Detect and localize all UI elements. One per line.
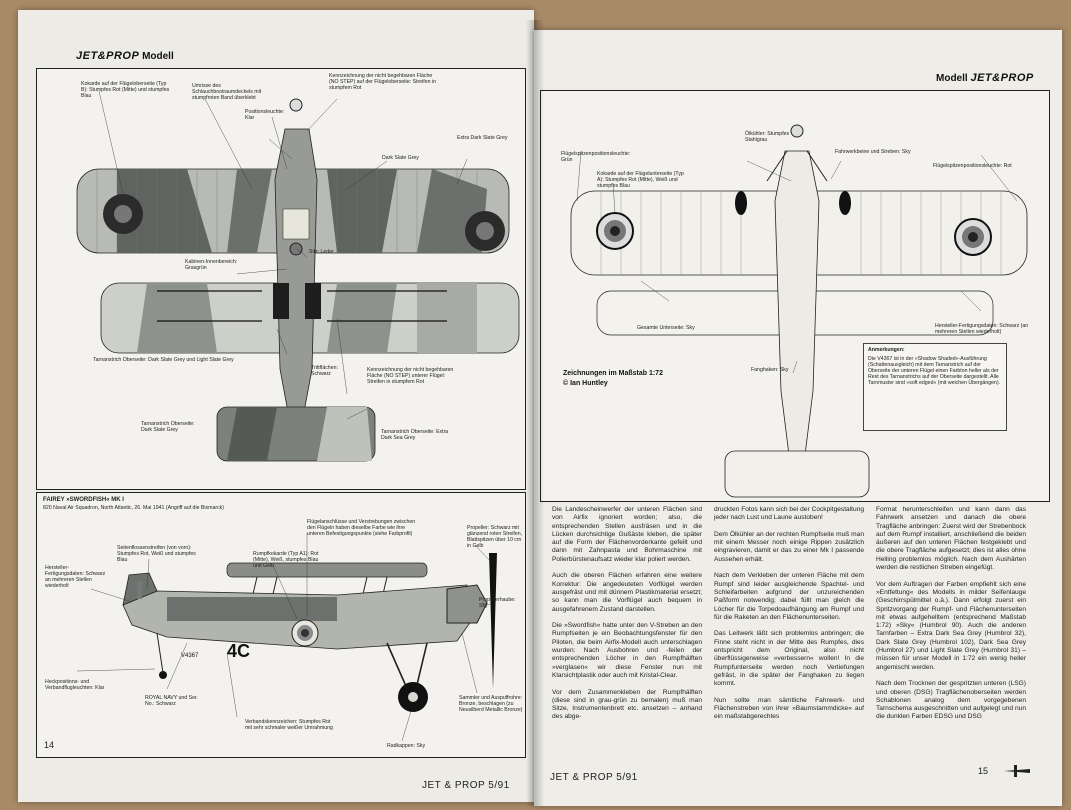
label-kokarde-unter: Kokarde auf der Flügelunterseite (Typ A)… <box>597 171 684 189</box>
label-radkappen: Radkappen: Sky <box>387 743 426 749</box>
label-fluegelanschluesse: Flügelanschlüsse und Verstrebungen zwisc… <box>307 519 416 537</box>
label-position: Positionsleuchte: Klar <box>245 109 285 121</box>
label-oelkuehler: Ölkühler: Stumpfes Stahlgrau <box>745 131 790 143</box>
page-gutter-shadow <box>526 20 544 806</box>
label-trittflaechen: Trittflächen: Schwarz <box>311 365 338 377</box>
label-rumpfkokarde: Rumpfkokarde (Typ A1): Rot (Mitte), Weiß… <box>253 551 319 569</box>
label-fluegelspitzen-right: Flügelspitzenpositionsleuchte: Rot <box>933 163 1012 169</box>
label-extra-dark: Extra Dark Slate Grey <box>457 135 508 141</box>
side-serial-text: V4367 <box>181 653 199 659</box>
label-kennzeichnung-lower: Kennzeichnung der nicht begehbaren Fläch… <box>367 367 454 385</box>
label-gesamte: Gesamte Unterseite: Sky <box>637 325 695 331</box>
side-view-frame: FAIREY »SWORDFISH« MK I 820 Naval Air Sq… <box>36 492 526 758</box>
left-header: JET&PROP Modell <box>76 50 174 62</box>
side-code-text: 4C <box>227 641 250 661</box>
left-footer: JET & PROP 5/91 <box>422 780 510 791</box>
left-page: JET&PROP Modell <box>18 10 534 802</box>
side-view-drawing: 4C V4367 <box>76 533 497 742</box>
label-tarn-tail-right: Tarnanstrich Oberseite: Extra Dark Sea G… <box>381 429 449 441</box>
label-kabinen: Kabinen-Innenbereich: Grasgrün <box>185 259 238 271</box>
label-umrisse: Umrisse des Schlauchbootraumdeckels mit … <box>192 83 262 101</box>
label-tarnanstrich-mid: Tarnanstrich Oberseite: Dark Slate Grey … <box>93 357 234 363</box>
side-caption-subtitle: 820 Naval Air Squadron, North Atlantic, … <box>43 505 224 511</box>
label-propeller: Propeller: Schwarz mit glänzend roten St… <box>467 525 523 549</box>
label-fahrwerk: Fahrwerkbeine und Streben: Sky <box>835 149 911 155</box>
jet-prop-logo: JET&PROP <box>76 50 140 62</box>
anmerkungen-body: Die V4367 ist in der »Shadow Shaded«-Aus… <box>868 356 1001 386</box>
label-hersteller: Hersteller-Fertigungsdaten: Schwarz an m… <box>45 565 106 589</box>
drawing-author: © Ian Huntley <box>563 380 608 387</box>
anmerkungen-title: Anmerkungen: <box>868 347 905 353</box>
right-footer: JET & PROP 5/91 <box>550 772 638 783</box>
label-hersteller-right: Hersteller-Fertigungsdaten: Schwarz (an … <box>935 323 1029 335</box>
label-dark-slate: Dark Slate Grey <box>382 155 419 161</box>
left-page-number: 14 <box>44 740 55 750</box>
underside-view-frame: Ölkühler: Stumpfes Stahlgrau Fahrwerkbei… <box>540 90 1050 502</box>
label-fluegelspitzen-left: Flügelspitzenpositionsleuchte: Grün <box>561 151 631 163</box>
underside-drawing <box>570 124 1028 498</box>
label-sitz: Sitz: Leder <box>309 249 334 255</box>
label-heckposition: Heckpositions- und Verbandflugleuchten: … <box>45 679 105 691</box>
text-column-3: Format herunterschleifen und kann dann d… <box>876 506 1026 721</box>
right-page-number: 15 <box>978 766 989 776</box>
airplane-icon <box>1004 765 1030 777</box>
text-column-2: druckten Fotos kann sich bei der Cockpit… <box>714 506 864 721</box>
top-view-drawing <box>76 90 520 462</box>
anmerkungen-box: Anmerkungen: Die V4367 ist in der »Shado… <box>863 343 1007 431</box>
label-kennzeichnung-top: Kennzeichnung der nicht begehbaren Fläch… <box>329 73 436 91</box>
label-seitenflossen: Seitenflossenstreifen (von vorn): Stumpf… <box>117 545 196 563</box>
header-modell-right: Modell <box>936 73 968 84</box>
label-kokarde: Kokarde auf der Flügeloberseite (Typ B):… <box>81 81 170 99</box>
label-verbands: Verbandskennzeichen: Stumpfes Rot mit se… <box>245 719 333 731</box>
right-header: Modell JET&PROP <box>936 72 1034 84</box>
jet-prop-logo-right: JET&PROP <box>970 72 1034 84</box>
side-caption-title: FAIREY »SWORDFISH« MK I <box>43 497 124 503</box>
header-modell: Modell <box>142 51 174 62</box>
label-propellerhaube: Propellerhaube: Sky <box>479 597 516 609</box>
text-column-1: Die Landescheinwerfer der unteren Fläche… <box>552 506 702 721</box>
label-tarn-tail-left: Tarnanstrich Oberseite: Dark Slate Grey <box>141 421 195 433</box>
label-fanghaken: Fanghaken: Sky <box>751 367 789 373</box>
top-view-frame: Kokarde auf der Flügeloberseite (Typ B):… <box>36 68 526 490</box>
label-royal-navy: ROYAL NAVY und Ser. No.: Schwarz <box>145 695 198 707</box>
label-sammler: Sammler und Auspuffrohre: Bronze, beschl… <box>459 695 523 713</box>
right-page: Modell JET&PROP <box>534 30 1062 806</box>
drawing-scale-caption: Zeichnungen im Maßstab 1:72 <box>563 370 663 377</box>
